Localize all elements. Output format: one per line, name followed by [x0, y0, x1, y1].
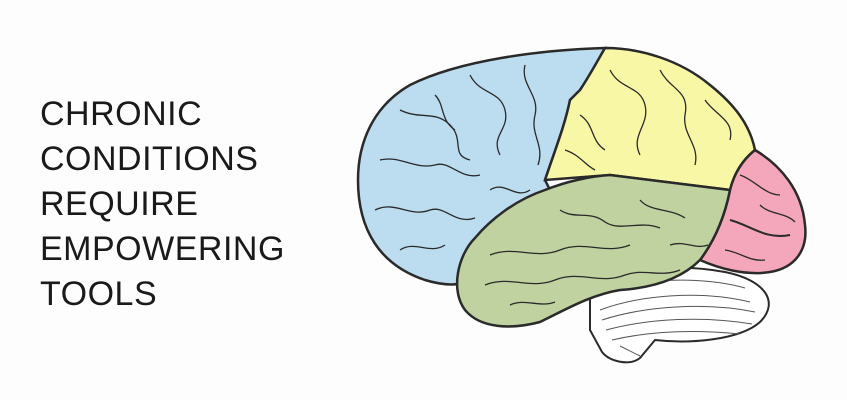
frontal-lobe-icon: [356, 46, 608, 286]
headline-line-4: EMPOWERING: [40, 230, 285, 268]
brain-illustration: [340, 40, 820, 370]
headline-line-2: CONDITIONS: [40, 140, 259, 178]
temporal-lobe-icon: [455, 173, 732, 328]
headline-line-3: REQUIRE: [40, 185, 199, 223]
headline-line-1: CHRONIC: [40, 95, 203, 133]
parietal-lobe-icon: [543, 46, 757, 192]
headline-line-5: TOOLS: [40, 275, 158, 313]
headline: CHRONIC CONDITIONS REQUIRE EMPOWERING TO…: [40, 92, 340, 317]
cerebellum-icon: [589, 266, 770, 364]
